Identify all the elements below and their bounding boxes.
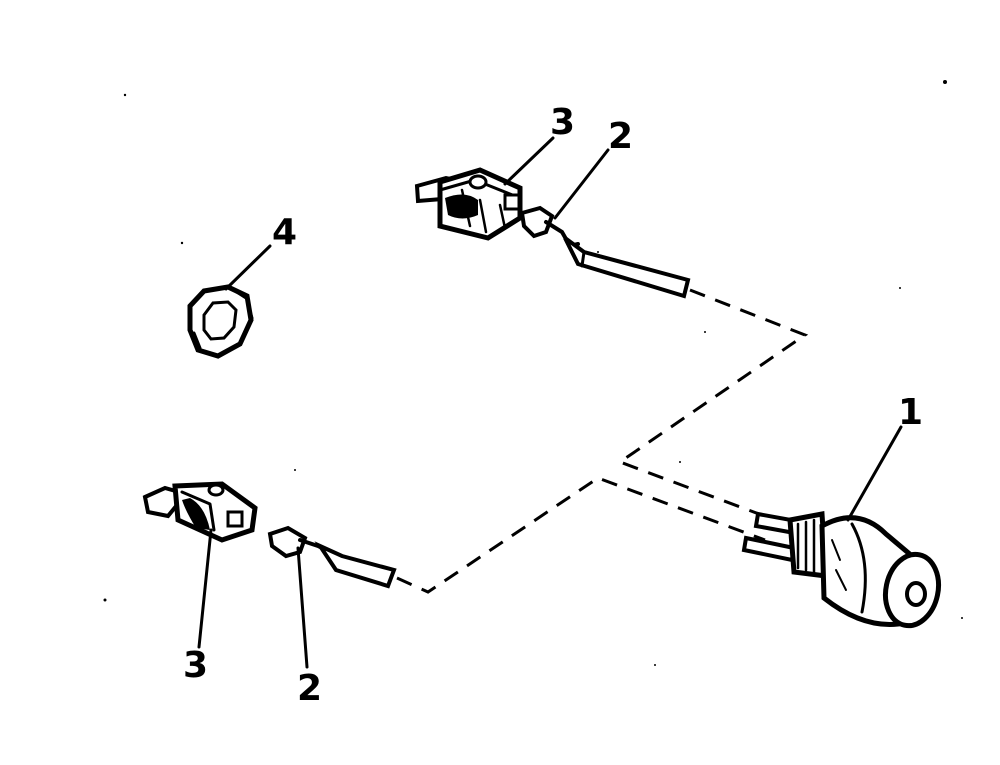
connector-pin-part-2-upper [519, 205, 691, 299]
leader-line-2-lower [296, 546, 309, 669]
switch-body-part-1 [741, 511, 942, 629]
connector-pin-part-2-lower [267, 525, 397, 589]
leader-line-4 [224, 244, 272, 291]
lower-wire-route [396, 476, 766, 594]
callout-3-upper: 3 [550, 102, 575, 143]
terminal-block-part-3-upper [414, 167, 523, 241]
callout-1: 1 [898, 392, 923, 433]
upper-wire-route [616, 288, 809, 522]
callout-4: 4 [272, 212, 297, 253]
leader-line-1 [846, 425, 903, 522]
leader-line-2-upper [553, 148, 610, 220]
callout-2-upper: 2 [608, 116, 633, 157]
wire-route-dashed-lines [396, 288, 809, 594]
terminal-block-part-3-lower [142, 481, 258, 543]
scan-speckles [103, 80, 963, 666]
leader-line-3-lower [197, 528, 213, 649]
hex-nut-part-4 [187, 284, 254, 359]
callout-3-lower: 3 [183, 645, 208, 686]
callout-leader-lines [197, 136, 903, 669]
callout-2-lower: 2 [297, 668, 322, 709]
leader-line-3-upper [503, 136, 555, 186]
